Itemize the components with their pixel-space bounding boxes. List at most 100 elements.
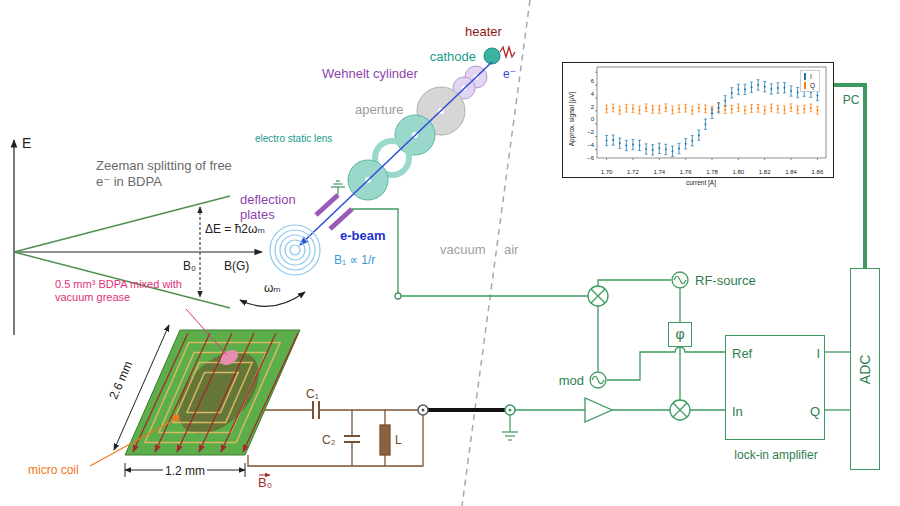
tick-label: 4 — [591, 91, 594, 98]
measurement-plot — [619, 109, 621, 111]
measurement-plot — [698, 104, 699, 112]
measurement-plot — [597, 67, 826, 158]
measurement-plot — [777, 83, 778, 93]
zeeman-plot — [14, 196, 230, 252]
measurement-plot — [638, 150, 641, 151]
rf-field-lines — [285, 240, 305, 260]
measurement-plot — [626, 104, 627, 112]
measurement-plot — [638, 113, 641, 114]
label-slot: 2.6 mm — [101, 370, 141, 388]
measurement-plot — [645, 107, 647, 109]
measurement-plot — [645, 111, 648, 112]
tick-label: 0 — [591, 116, 594, 123]
measurement-plot — [744, 109, 746, 111]
measurement-plot — [757, 104, 760, 105]
label-slot: micro coil — [28, 460, 79, 478]
measurement-plot — [804, 105, 805, 113]
source-symbol — [674, 276, 686, 284]
measurement-plot — [605, 105, 608, 106]
measurement-plot — [751, 108, 753, 110]
measurement-plot — [679, 143, 680, 153]
label-slot: B₀ — [183, 256, 196, 274]
port-label: In — [732, 404, 743, 420]
electron-gun — [300, 47, 515, 245]
measurement-plot — [757, 80, 760, 90]
measurement-plot — [659, 143, 660, 153]
measurement-plot — [763, 114, 766, 115]
measurement-plot — [613, 135, 614, 145]
label-slot: 1.82 — [759, 160, 771, 178]
micro-coil-board — [125, 330, 300, 455]
coax-cable — [509, 409, 512, 412]
micro-coil-board — [173, 415, 180, 422]
measurement-plot — [718, 103, 719, 113]
measurement-plot — [632, 108, 634, 110]
measurement-plot — [711, 106, 714, 107]
leader-line — [186, 309, 227, 355]
measurement-plot — [651, 155, 654, 156]
signal-wire — [825, 351, 850, 352]
measurement-plot — [595, 98, 597, 99]
measurement-plot — [605, 112, 608, 113]
measurement-plot — [659, 158, 660, 160]
measurement-plot — [645, 148, 647, 150]
measurement-plot — [777, 105, 778, 113]
electron-gun — [500, 47, 515, 57]
b0-field-arrows — [133, 333, 188, 452]
label-slot: −4 — [587, 133, 594, 151]
label-slot: B₁ ∝ 1/r — [334, 250, 375, 268]
measurement-plot — [697, 104, 700, 105]
measurement-plot — [625, 104, 628, 112]
edge-label: PC — [843, 93, 860, 107]
measurement-plot — [730, 88, 733, 98]
measurement-plot — [738, 104, 739, 112]
legend-text: Q — [810, 82, 815, 90]
measurement-plot — [704, 112, 707, 113]
measurement-plot — [632, 105, 633, 113]
part-label: micro coil — [28, 463, 79, 477]
label-slot: 1.74 — [653, 160, 665, 178]
measurement-plot — [737, 107, 739, 109]
part-label: cathode — [430, 49, 476, 65]
measurement-plot — [691, 106, 694, 114]
label-slot: Zeeman splitting of free e⁻ in BDPA — [96, 158, 236, 190]
resonator-circuit — [384, 410, 385, 425]
measurement-plot — [717, 103, 720, 113]
measurement-plot — [639, 109, 641, 111]
measurement-plot — [612, 134, 615, 135]
measurement-plot — [665, 144, 666, 154]
measurement-plot — [796, 106, 799, 114]
measurement-plot — [691, 114, 694, 115]
measurement-plot — [678, 112, 681, 113]
measurement-plot — [803, 105, 806, 113]
measurement-plot — [809, 104, 812, 105]
rf-circuit — [690, 409, 725, 410]
measurement-plot — [658, 143, 661, 144]
measurement-plot — [631, 112, 634, 113]
label-slot: 1.70 — [601, 160, 613, 178]
measurement-plot — [665, 148, 667, 150]
measurement-plot — [645, 143, 648, 144]
rf-circuit — [673, 403, 687, 417]
measurement-plot — [770, 107, 772, 109]
measurement-plot — [595, 72, 597, 73]
signal-wire — [825, 409, 850, 410]
dimension-line — [245, 463, 246, 477]
label-slot: electro static lens — [255, 128, 332, 146]
label-slot: e⁻ — [503, 64, 516, 82]
label-slot: aperture — [355, 100, 403, 118]
coax-cable — [418, 405, 428, 415]
measurement-plot — [797, 92, 799, 94]
micro-coil-board — [159, 353, 266, 433]
measurement-plot — [619, 106, 620, 114]
measurement-plot — [605, 80, 819, 157]
measurement-plot — [618, 138, 621, 148]
measurement-plot — [625, 140, 628, 150]
measurement-plot — [712, 108, 713, 118]
measurement-plot — [783, 106, 786, 114]
measurement-plot — [797, 109, 799, 111]
ground-symbol — [331, 186, 345, 187]
measurement-plot — [750, 82, 753, 83]
plot-panel: Approx. signal [μV]current [A] — [562, 62, 834, 178]
source-symbol — [672, 272, 688, 288]
